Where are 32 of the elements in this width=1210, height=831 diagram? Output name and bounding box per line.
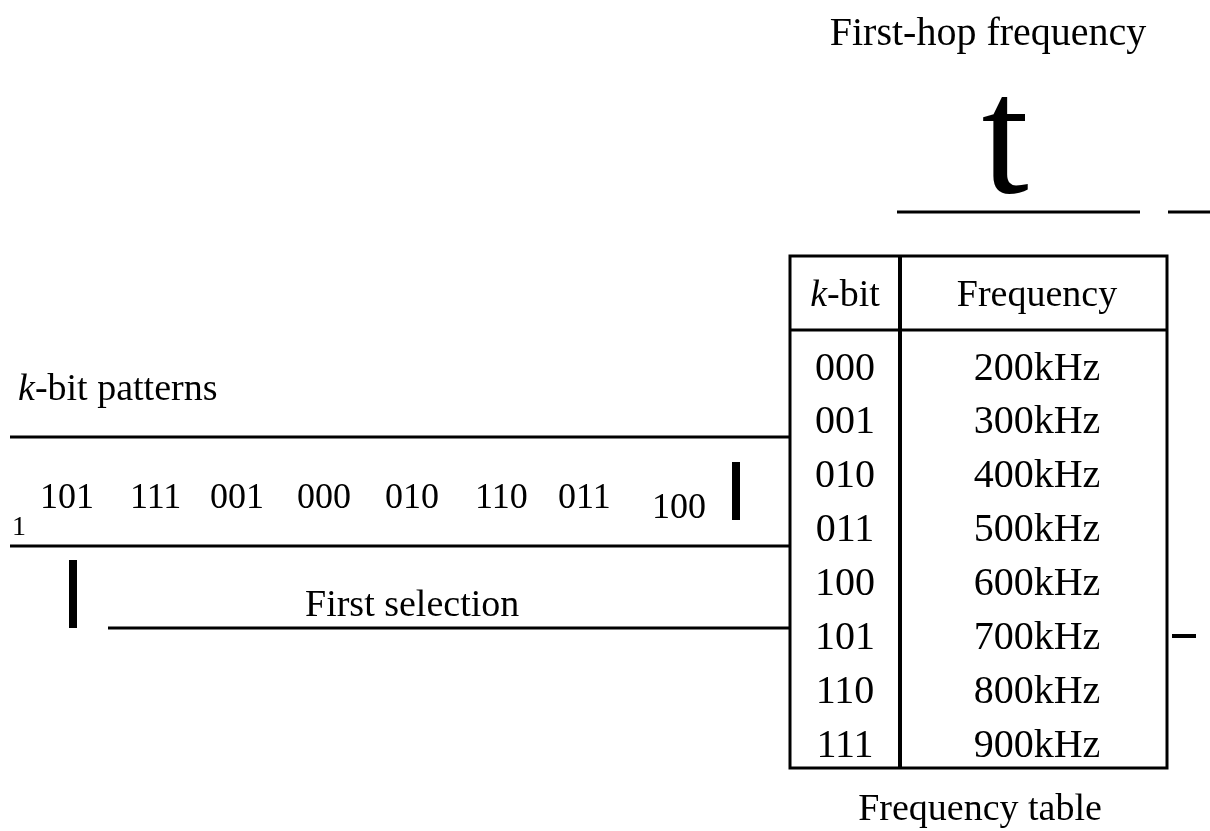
bit-pattern: 100 (652, 488, 706, 524)
bit-pattern: 101 (40, 478, 94, 514)
bit-pattern: 000 (815, 347, 875, 387)
symbol-text: t (981, 50, 1029, 220)
frequency-value: 400kHz (973, 454, 1101, 494)
frequency-value: 500kHz (973, 508, 1101, 548)
bit-pattern: 000 (297, 478, 351, 514)
bit-pattern: 111 (130, 478, 182, 514)
bit-pattern: 110 (815, 670, 875, 710)
selection-label: First selection (305, 584, 520, 622)
bit-pattern: 100 (815, 562, 875, 602)
frequency-value: 600kHz (973, 562, 1101, 602)
bit-pattern: 010 (385, 478, 439, 514)
frequency-value: 200kHz (973, 347, 1101, 387)
bit-pattern: 001 (210, 478, 264, 514)
bit-pattern: 001 (815, 400, 875, 440)
bit-pattern: 010 (815, 454, 875, 494)
column-header: Frequency (956, 274, 1118, 312)
frequency-value: 300kHz (973, 400, 1101, 440)
column-header: k-bit (810, 274, 880, 312)
bit-pattern: 011 (558, 478, 611, 514)
frequency-value: 900kHz (973, 724, 1101, 764)
frequency-value: 800kHz (973, 670, 1101, 710)
row-label: k-bit patterns (18, 368, 218, 406)
bit-pattern: 111 (816, 724, 874, 764)
bit-pattern: 101 (815, 616, 875, 656)
index-number: 1 (12, 512, 26, 540)
bit-pattern: 110 (475, 478, 528, 514)
table-caption: Frequency table (858, 788, 1102, 826)
bit-pattern: 011 (815, 508, 875, 548)
frequency-value: 700kHz (973, 616, 1101, 656)
heading-text: First-hop frequency (829, 12, 1147, 52)
